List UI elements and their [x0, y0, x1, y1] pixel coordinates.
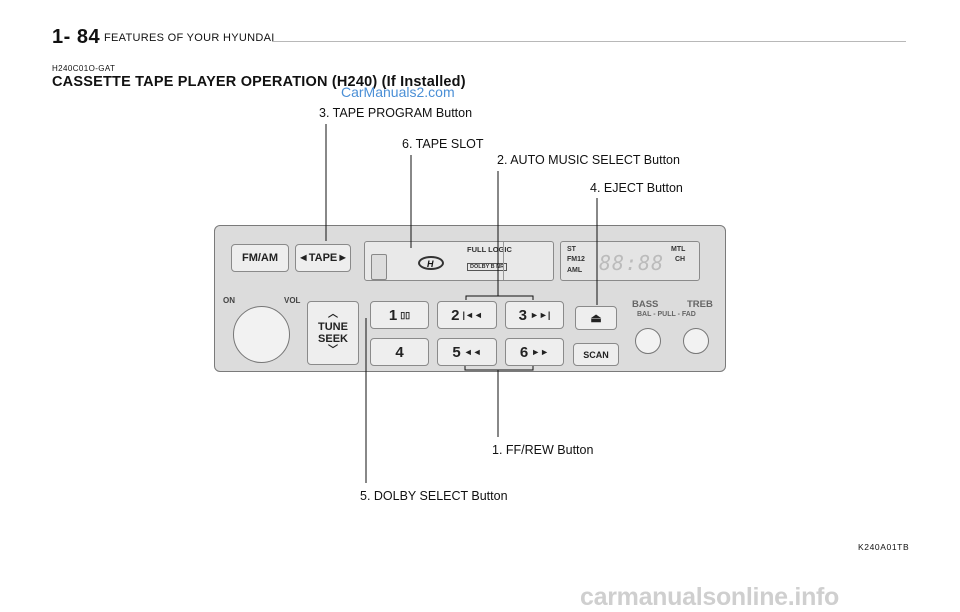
- callout-tape-slot: 6. TAPE SLOT: [402, 137, 484, 151]
- section-title: FEATURES OF YOUR HYUNDAI: [104, 32, 275, 44]
- preset-5-label: 5: [452, 343, 461, 361]
- chevron-up-icon: ︿: [328, 309, 338, 320]
- callout-eject: 4. EJECT Button: [590, 181, 683, 195]
- figure-code: K240A01TB: [858, 542, 910, 552]
- header-divider: [272, 41, 906, 42]
- tune-seek-button[interactable]: ︿ TUNE SEEK ﹀: [307, 301, 359, 365]
- lcd-ch-indicator: CH: [675, 256, 686, 263]
- treble-fader-knob[interactable]: [683, 328, 709, 354]
- seek-label: SEEK: [318, 333, 348, 345]
- scan-button[interactable]: SCAN: [573, 343, 619, 366]
- chevron-down-icon: ﹀: [328, 345, 338, 356]
- leader-auto-music-bracket: [465, 295, 534, 300]
- on-label: ON: [223, 296, 235, 305]
- dolby-icon: ▯▯: [400, 309, 411, 320]
- preset-6-ff-button[interactable]: 6 ►►: [505, 338, 564, 366]
- eject-button[interactable]: ⏏: [575, 306, 617, 330]
- watermark-top: CarManuals2.com: [341, 84, 455, 100]
- tape-program-button[interactable]: ◄TAPE►: [295, 244, 351, 272]
- tape-door: [503, 242, 552, 280]
- watermark-bottom: carmanualsonline.info: [580, 583, 840, 611]
- lcd-fm12-indicator: FM12: [567, 256, 585, 263]
- vol-label: VOL: [284, 296, 301, 305]
- full-logic-label: FULL LOGIC: [467, 245, 512, 254]
- preset-1-dolby-button[interactable]: 1 ▯▯: [370, 301, 429, 329]
- callout-dolby-select: 5. DOLBY SELECT Button: [360, 489, 508, 503]
- lcd-aml-indicator: AML: [567, 267, 583, 274]
- page-number: 1- 84: [52, 26, 101, 48]
- bal-fad-label: BAL - PULL - FAD: [637, 311, 696, 318]
- preset-6-label: 6: [519, 343, 529, 361]
- preset-3-label: 3: [518, 306, 527, 324]
- tune-label: TUNE: [318, 321, 348, 333]
- page-title: CASSETTE TAPE PLAYER OPERATION (H240) (I…: [52, 74, 466, 90]
- eject-icon: ⏏: [590, 311, 602, 325]
- skip-forward-icon: ►►|: [530, 310, 551, 320]
- lcd-display: ST MTL FM12 AML CH 88:88: [560, 241, 700, 281]
- callout-tape-program: 3. TAPE PROGRAM Button: [319, 106, 473, 120]
- hyundai-logo: H: [418, 256, 444, 270]
- preset-2-ams-button[interactable]: 2 |◄◄: [437, 301, 497, 329]
- tape-slot[interactable]: H FULL LOGIC DOLBY B NR: [364, 241, 554, 281]
- preset-2-label: 2: [451, 306, 460, 324]
- bass-balance-knob[interactable]: [635, 328, 661, 354]
- dolby-label: DOLBY B NR: [467, 263, 508, 271]
- lcd-st-indicator: ST: [567, 246, 576, 253]
- fast-forward-icon: ►►: [531, 347, 550, 357]
- callout-ff-rew: 1. FF/REW Button: [492, 443, 594, 457]
- preset-3-ams-button[interactable]: 3 ►►|: [505, 301, 564, 329]
- preset-5-rew-button[interactable]: 5 ◄◄: [437, 338, 497, 366]
- fm-am-button[interactable]: FM/AM: [231, 244, 289, 272]
- bass-label: BASS: [632, 299, 659, 310]
- radio-panel: FM/AM ◄TAPE► H FULL LOGIC DOLBY B NR ST …: [214, 225, 726, 372]
- treb-label: TREB: [687, 299, 713, 310]
- preset-1-label: 1: [388, 306, 398, 324]
- volume-knob[interactable]: [233, 306, 290, 363]
- skip-back-icon: |◄◄: [462, 310, 483, 320]
- tape-slot-latch: [371, 254, 387, 280]
- callout-auto-music-select: 2. AUTO MUSIC SELECT Button: [497, 153, 680, 167]
- preset-4-label: 4: [395, 343, 404, 361]
- lcd-digits: 88:88: [599, 251, 665, 275]
- lcd-mtl-indicator: MTL: [671, 246, 686, 253]
- leader-ff-rew-bracket: [464, 366, 534, 371]
- rewind-icon: ◄◄: [463, 347, 482, 357]
- preset-4-button[interactable]: 4: [370, 338, 429, 366]
- document-code: H240C01O-GAT: [52, 64, 116, 73]
